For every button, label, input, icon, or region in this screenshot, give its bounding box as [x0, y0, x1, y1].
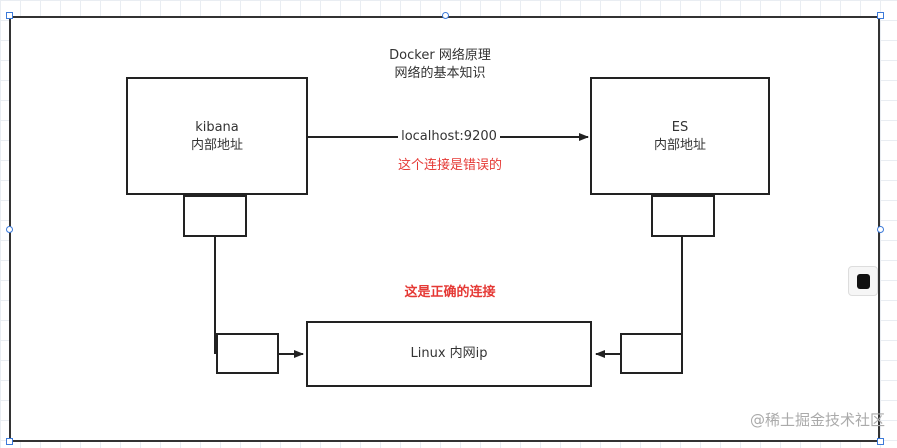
node-kibana[interactable]	[126, 77, 308, 195]
square-icon	[857, 274, 870, 289]
node-linux-label: Linux 内网ip	[410, 346, 488, 361]
node-es-name: ES	[671, 120, 689, 135]
node-kibana-port[interactable]	[183, 195, 247, 237]
resize-handle-bottom-right[interactable]	[877, 438, 884, 445]
edge-top-note: 这个连接是错误的	[397, 158, 502, 173]
resize-handle-right[interactable]	[877, 226, 884, 233]
resize-handle-top[interactable]	[442, 12, 449, 19]
resize-handle-left[interactable]	[6, 226, 13, 233]
node-linux[interactable]	[306, 321, 592, 387]
edge-top-label: localhost:9200	[401, 129, 497, 144]
watermark: @稀土掘金技术社区	[749, 411, 885, 429]
resize-handle-top-left[interactable]	[6, 12, 13, 19]
node-es-port[interactable]	[651, 195, 715, 237]
diagram-title-line1: Docker 网络原理	[389, 48, 491, 63]
resize-handle-top-right[interactable]	[877, 12, 884, 19]
node-kibana-bridge[interactable]	[216, 333, 279, 374]
resize-handle-bottom-left[interactable]	[6, 438, 13, 445]
node-es[interactable]	[590, 77, 770, 195]
node-es-sub: 内部地址	[653, 138, 706, 153]
edge-bottom-note: 这是正确的连接	[404, 285, 496, 300]
node-kibana-label: kibana 内部地址	[126, 119, 308, 155]
diagram-title: Docker 网络原理 网络的基本知识	[350, 47, 530, 83]
node-kibana-name: kibana	[195, 120, 239, 135]
node-kibana-sub: 内部地址	[190, 138, 243, 153]
side-panel-button[interactable]	[848, 266, 878, 296]
diagram-title-line2: 网络的基本知识	[394, 66, 486, 81]
node-es-label: ES 内部地址	[590, 119, 770, 155]
node-es-bridge[interactable]	[620, 333, 683, 374]
